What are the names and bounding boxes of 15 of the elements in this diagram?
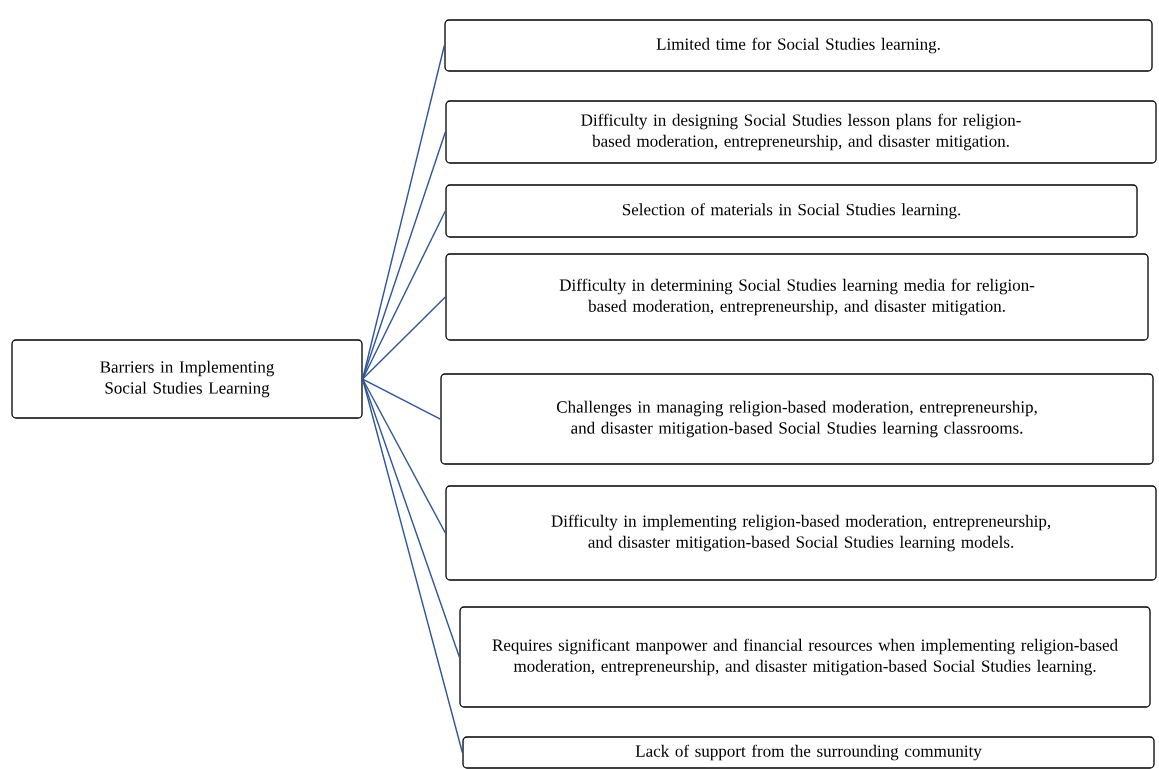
barrier-box: Challenges in managing religion-based moderation, entrepreneurship, and disaster mitigation-based Social Studies learning classrooms.: [440, 373, 1154, 465]
connector-line: [361, 131, 447, 380]
connector-line: [361, 378, 464, 754]
barrier-box: Difficulty in designing Social Studies lesson plans for religion-based moderation, entrepreneurship, and disaster mitigation.: [445, 100, 1157, 164]
barrier-box: Limited time for Social Studies learning.: [444, 19, 1153, 72]
connector-line: [361, 378, 447, 534]
connector-line: [361, 378, 442, 420]
connector-line: [361, 210, 447, 380]
barrier-box: Difficulty in determining Social Studies learning media for religion-based moderation, entrepreneurship, and disaster mitigation.: [445, 253, 1149, 341]
topic-box: Barriers in Implementing Social Studies Learning: [11, 339, 363, 419]
barrier-box: Requires significant manpower and financial resources when implementing religion-based moderation, entrepreneurship, and disaster mitigation-based Social Studies learning.: [459, 606, 1151, 708]
barrier-box: Lack of support from the surrounding community: [462, 736, 1155, 769]
barrier-box: Selection of materials in Social Studies learning.: [445, 184, 1138, 238]
connector-line: [361, 296, 447, 380]
barrier-box: Difficulty in implementing religion-based moderation, entrepreneurship, and disaster mitigation-based Social Studies learning models.: [445, 485, 1157, 581]
